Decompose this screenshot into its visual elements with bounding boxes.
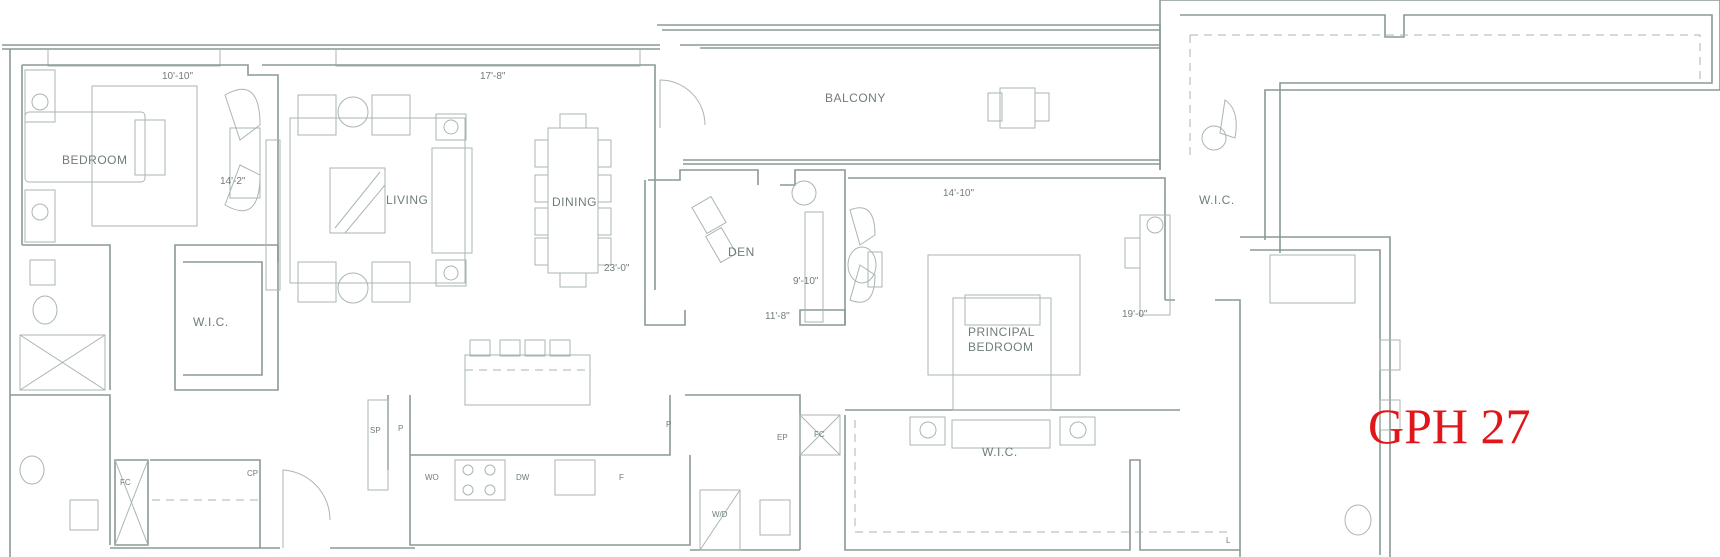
fixture-sp: SP [370,426,381,435]
room-label-principal-1: PRINCIPAL [968,325,1035,339]
fixture-pantry-2: P [666,420,671,429]
unit-label: GPH 27 [1368,398,1531,454]
dim-principal-depth: 19'-0" [1122,309,1148,320]
fixture-washer-dryer: W/D [712,510,728,519]
fixture-fc-left: FC [120,478,131,487]
dim-bedroom-depth: 14'-2" [220,176,246,187]
furniture [19,69,1401,551]
dim-den-depth: 11'-8" [765,311,790,322]
room-label-wic-bottom: W.I.C. [982,445,1018,459]
fixture-ep: EP [777,433,788,442]
room-label-living: LIVING [386,193,428,207]
fixture-fc-right: FC [814,430,825,439]
room-label-dining: DINING [552,195,597,209]
dim-principal-width: 14'-10" [943,188,974,199]
fixture-dishwasher: DW [516,473,530,482]
room-label-principal-2: BEDROOM [968,340,1034,354]
dim-living-depth: 23'-0" [604,263,630,274]
dim-bedroom-width: 10'-10" [162,71,193,82]
fixture-wall-oven: WO [425,473,439,482]
room-label-bedroom: BEDROOM [62,153,128,167]
dining-chairs [534,113,612,288]
dim-living-width: 17'-8" [480,71,506,82]
fixture-cp: CP [247,469,258,478]
room-label-balcony: BALCONY [825,91,886,105]
room-label-wic-left: W.I.C. [193,315,229,329]
room-label-wic-principal: W.I.C. [1199,193,1235,207]
fixture-linen: L [1226,536,1231,545]
dim-den-width: 9'-10" [793,276,819,287]
fixture-fridge: F [619,473,624,482]
room-label-den: DEN [728,245,755,259]
fixture-pantry-1: P [398,424,403,433]
